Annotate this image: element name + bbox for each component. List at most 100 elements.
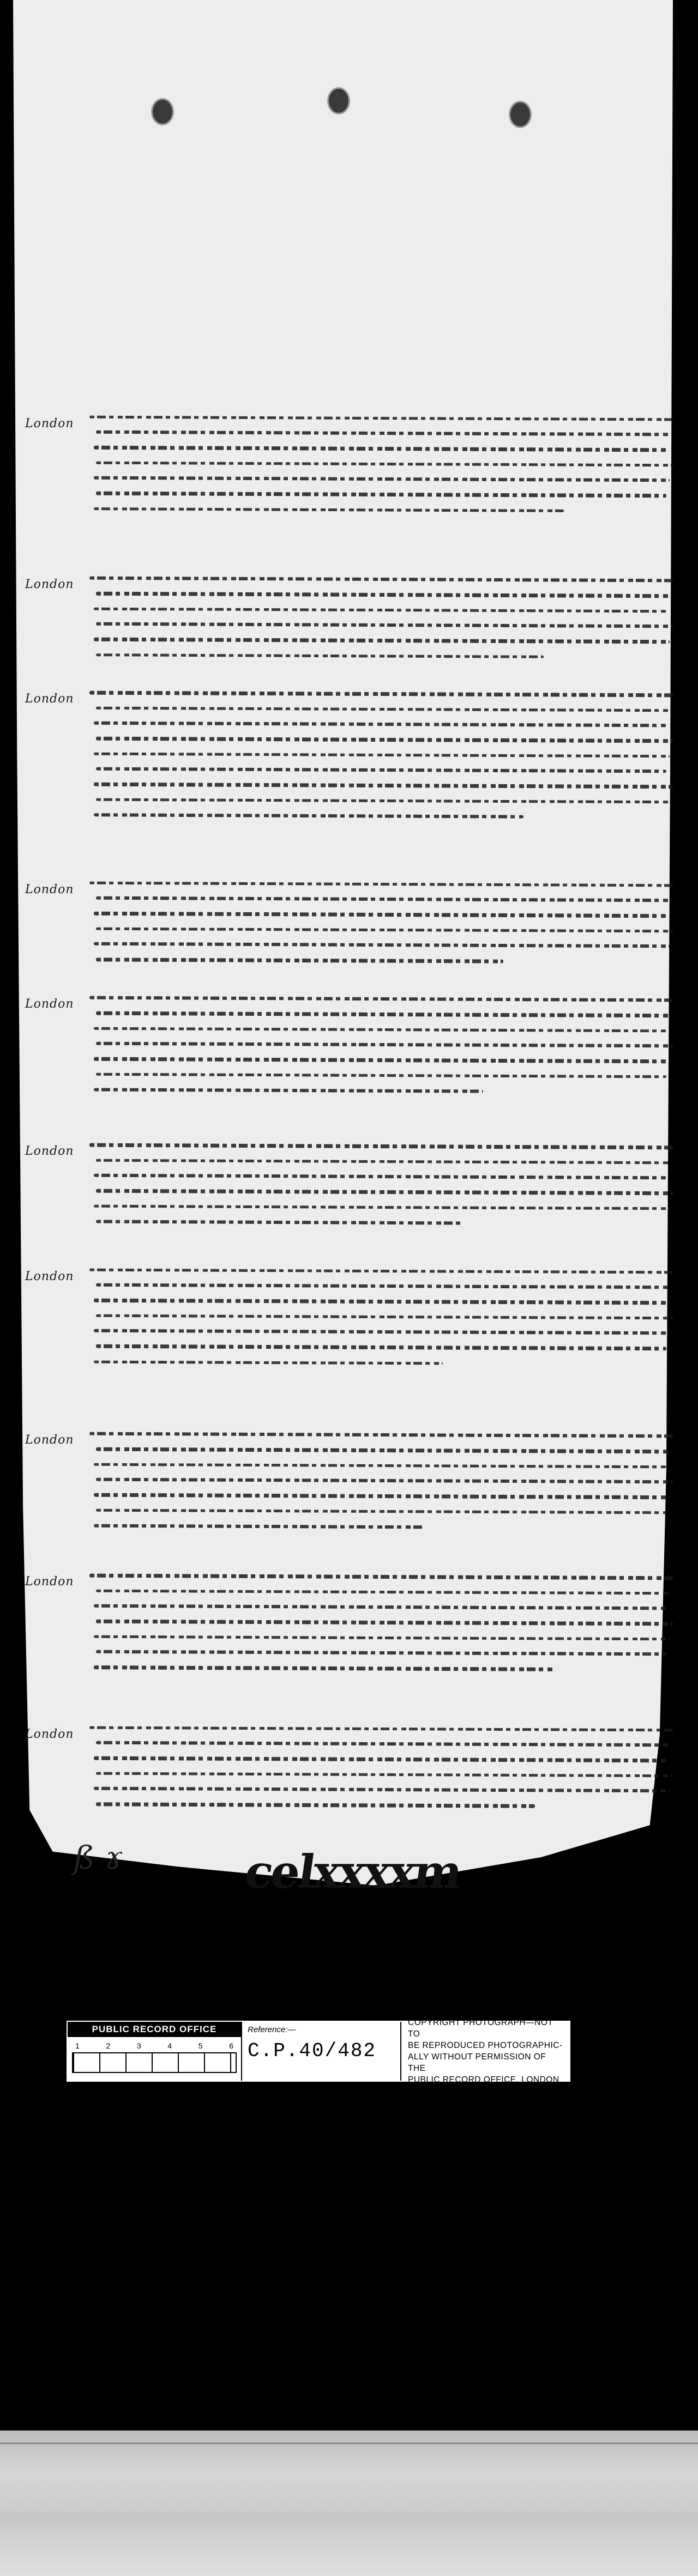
county-marginal: London [25,883,74,896]
handwriting-line [94,942,670,948]
county-marginal: London [25,1728,74,1741]
entry-text-block [89,1432,673,1540]
handwriting-line [94,1204,670,1210]
marginal-flourish: ß ɤ [74,1839,123,1876]
handwriting-line [96,1220,463,1225]
handwriting-line [96,767,666,773]
copyright-line: PUBLIC RECORD OFFICE, LONDON [408,2075,559,2084]
entry-text-block [89,1573,673,1682]
entry-text-block [89,415,673,523]
entry-text-block [89,576,673,669]
handwriting-line [96,622,673,628]
scale-ticks: 1 2 3 4 5 6 [72,2041,237,2050]
handwriting-line [94,1173,666,1180]
copyright-line: ALLY WITHOUT PERMISSION OF THE [408,2052,546,2073]
handwriting-line [96,706,670,712]
county-marginal: London [25,1144,74,1158]
handwriting-line [96,1508,666,1514]
handwriting-line [96,1741,670,1747]
entry-text-block [89,1268,673,1376]
handwriting-line [94,1635,670,1641]
handwriting-line [94,1756,666,1763]
handwriting-line [96,927,673,933]
handwriting-line [94,607,666,613]
handwriting-line [89,1432,673,1438]
handwriting-line [94,752,670,758]
stitch-holes [0,0,698,163]
handwriting-line [89,1726,673,1732]
handwriting-line [96,653,544,658]
handwriting-line [96,1344,666,1351]
entry-text-block [89,881,673,974]
handwriting-line [94,1604,666,1610]
handwriting-line [96,1650,666,1656]
handwriting-line [96,430,670,437]
county-marginal: London [25,997,74,1011]
handwriting-line [94,1524,423,1529]
handwriting-line [89,1573,673,1580]
handwriting-line [94,1360,443,1365]
handwriting-line [96,1447,670,1454]
scale-ruler: 1 2 3 4 5 6 [68,2037,241,2081]
scale-tick: 5 [198,2041,203,2050]
handwriting-line [96,798,670,804]
handwriting-line [94,476,670,482]
handwriting-line [96,1477,673,1484]
handwriting-line [94,721,666,728]
handwriting-line [96,461,673,467]
handwriting-line [96,1041,673,1048]
handwriting-line [94,782,673,789]
label-scale-section: PUBLIC RECORD OFFICE 1 2 3 4 5 6 [68,2022,242,2081]
county-marginal: London [25,1270,74,1283]
edge-rule [0,2442,698,2444]
handwriting-line [94,1027,666,1033]
entry-text-block [89,996,673,1104]
handwriting-line [96,491,666,498]
handwriting-line [94,1298,666,1305]
handwriting-line [89,1143,673,1150]
handwriting-line [94,1665,555,1671]
handwriting-line [96,736,673,743]
next-membrane-edge [0,2430,698,2576]
scale-tick: 4 [167,2041,172,2050]
scale-tick: 6 [229,2041,233,2050]
handwriting-line [94,1329,670,1335]
handwriting-line [94,911,666,918]
handwriting-line [89,690,673,698]
handwriting-line [94,507,564,512]
handwriting-line [94,1463,666,1469]
county-marginal: London [25,1433,74,1447]
handwriting-line [89,881,673,887]
copyright-line: COPYRIGHT PHOTOGRAPH—NOT TO [408,2018,553,2039]
handwriting-line [94,445,666,452]
scale-tick: 1 [75,2041,80,2050]
handwriting-line [96,1072,666,1078]
handwriting-line [96,1619,673,1626]
reference-label: Reference:— [248,2025,296,2034]
reference-value: C.P.40/482 [248,2040,377,2062]
public-record-office-label: PUBLIC RECORD OFFICE 1 2 3 4 5 6 Referen… [67,2018,570,2084]
handwriting-line [96,1189,673,1196]
handwriting-line [96,957,503,963]
label-copyright-section: COPYRIGHT PHOTOGRAPH—NOT TO BE REPRODUCE… [401,2018,569,2084]
county-marginal: London [25,417,74,431]
handwriting-line [94,637,670,644]
handwriting-line [89,996,673,1002]
handwriting-line [96,591,670,598]
handwriting-line [94,1786,670,1793]
handwriting-line [96,1314,673,1320]
handwriting-line [89,576,673,583]
handwriting-line [89,1268,673,1274]
stitch-hole [509,101,532,128]
entry-text-block [89,1143,673,1236]
handwriting-line [96,896,670,902]
handwriting-line [89,415,673,421]
handwriting-line [94,813,524,819]
handwriting-line [94,1057,670,1064]
scale-tick: 2 [106,2041,111,2050]
scale-tick: 3 [136,2041,141,2050]
county-marginal: London [25,1575,74,1589]
stitch-hole [151,98,174,125]
handwriting-line [96,1802,535,1808]
